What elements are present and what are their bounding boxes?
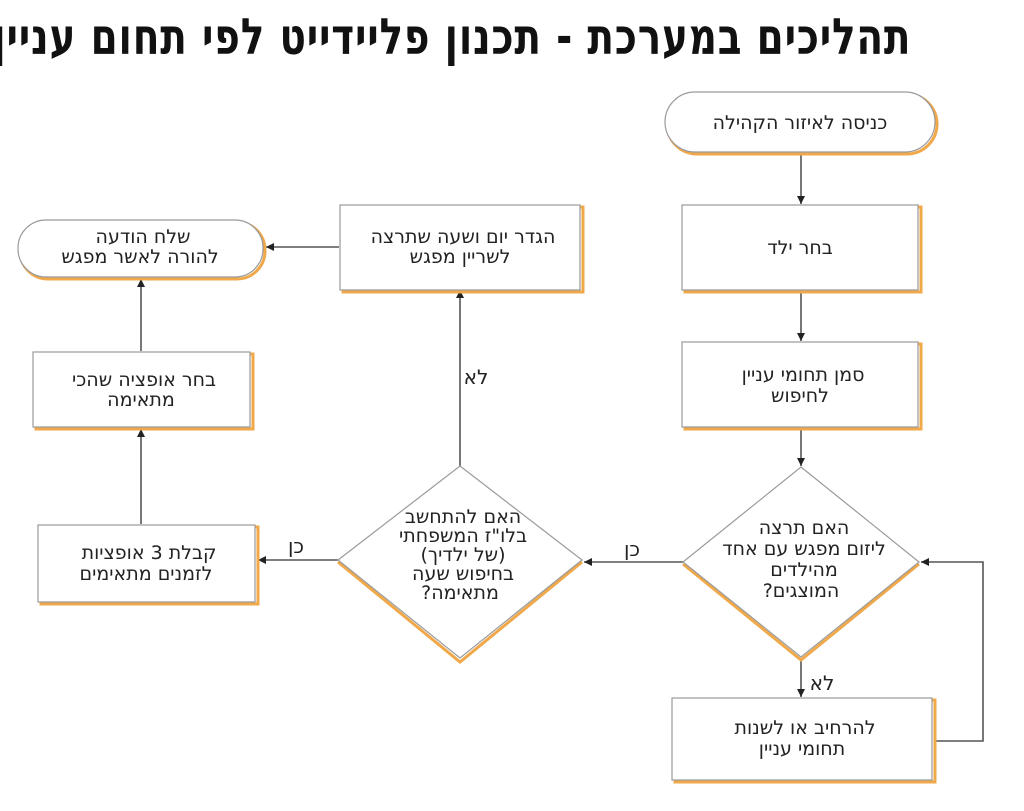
node-start: כניסה לאיזור הקהילה xyxy=(664,91,939,156)
node-decision-schedule-line-4: בחיפוש שעה xyxy=(412,563,514,585)
node-expand-interests-line-1: להרחיב או לשנות xyxy=(734,717,875,739)
node-set-time: הגדר יום ושעה שתרצה לשריין מפגש xyxy=(339,204,585,294)
node-receive-options-line-1: קבלת 3 אופציות xyxy=(82,542,217,564)
node-expand-interests: להרחיב או לשנות תחומי עניין xyxy=(671,697,937,784)
node-decision-schedule-line-1: האם להתחשב xyxy=(405,506,521,528)
edge-label-no-schedule: לא xyxy=(464,365,489,389)
node-decision-meet-line-2: ליזום מפגש עם אחד xyxy=(722,538,886,560)
svg-text:האם להתחשב בלו"ז המשפחתי: האם להתחשב בלו"ז המשפחתי (של ילדיך) בחיפ… xyxy=(393,506,527,604)
svg-text:סמן תחומי עניין לחיפוש: סמן תחומי עניין לחיפוש xyxy=(736,364,865,407)
node-decision-meet-line-1: האם תרצה xyxy=(759,517,850,539)
edge-label-yes-schedule: כן xyxy=(288,534,304,558)
node-set-time-line-2: לשריין מפגש xyxy=(410,246,511,268)
node-send-message-line-1: שלח הודעה xyxy=(96,226,191,248)
node-expand-interests-line-2: תחומי עניין xyxy=(759,738,845,760)
node-choose-option-line-2: מתאימה xyxy=(107,389,175,411)
node-receive-options: קבלת 3 אופציות לזמנים מתאימים xyxy=(37,524,260,606)
node-decision-meet-line-3: מהילדים xyxy=(770,559,838,581)
node-decision-meet: האם תרצה ליזום מפגש עם אחד מהילדים המוצג… xyxy=(682,466,920,662)
node-choose-option: בחר אופציה שהכי מתאימה xyxy=(32,351,255,431)
edge-label-yes-meet: כן xyxy=(624,537,640,561)
node-decision-schedule-line-5: מתאימה? xyxy=(421,582,499,604)
node-set-time-line-1: הגדר יום ושעה שתרצה xyxy=(371,226,556,248)
node-choose-option-line-1: בחר אופציה שהכי xyxy=(72,369,216,391)
node-mark-interests-line-2: לחיפוש xyxy=(771,385,829,407)
diagram-title: תהליכים במערכת - תכנון פליידייט לפי תחום… xyxy=(0,8,912,66)
edge-expand-back-to-decision-meet xyxy=(921,558,984,742)
connectors xyxy=(137,153,984,742)
node-mark-interests: סמן תחומי עניין לחיפוש xyxy=(681,341,923,431)
node-choose-child-line: בחר ילד xyxy=(767,237,833,259)
svg-text:הגדר יום ושעה שתרצה לשרי: הגדר יום ושעה שתרצה לשריין מפגש xyxy=(365,226,556,268)
node-decision-schedule-line-3: (של ילדיך) xyxy=(421,544,506,566)
svg-text:קבלת 3 אופציות לזמנים מת: קבלת 3 אופציות לזמנים מתאימים xyxy=(76,542,217,585)
svg-text:להרחיב או לשנות תחומי ענ: להרחיב או לשנות תחומי עניין xyxy=(728,717,875,760)
node-decision-meet-line-4: המוצגים? xyxy=(763,580,840,602)
node-decision-schedule-line-2: בלו"ז המשפחתי xyxy=(399,525,527,547)
edge-label-no-meet: לא xyxy=(810,671,835,695)
node-choose-child: בחר ילד xyxy=(681,204,923,294)
node-start-line: כניסה לאיזור הקהילה xyxy=(713,112,888,134)
node-mark-interests-line-1: סמן תחומי עניין xyxy=(742,364,865,386)
node-send-message-line-2: להורה לאשר מפגש xyxy=(61,246,218,268)
svg-text:כניסה לאיזור הקהילה: כניסה לאיזור הקהילה xyxy=(713,112,888,134)
node-send-message: שלח הודעה להורה לאשר מפגש xyxy=(17,219,267,281)
svg-text:שלח הודעה להורה לאשר מפג: שלח הודעה להורה לאשר מפגש xyxy=(61,226,218,268)
node-decision-schedule: האם להתחשב בלו"ז המשפחתי (של ילדיך) בחיפ… xyxy=(337,465,583,664)
node-receive-options-line-2: לזמנים מתאימים xyxy=(80,563,213,585)
svg-text:בחר אופציה שהכי מתאימה: בחר אופציה שהכי מתאימה xyxy=(66,369,216,411)
svg-text:האם תרצה ליזום מפגש עם א: האם תרצה ליזום מפגש עם אחד מהילדים המוצג… xyxy=(716,517,886,602)
svg-text:בחר ילד: בחר ילד xyxy=(767,237,833,259)
